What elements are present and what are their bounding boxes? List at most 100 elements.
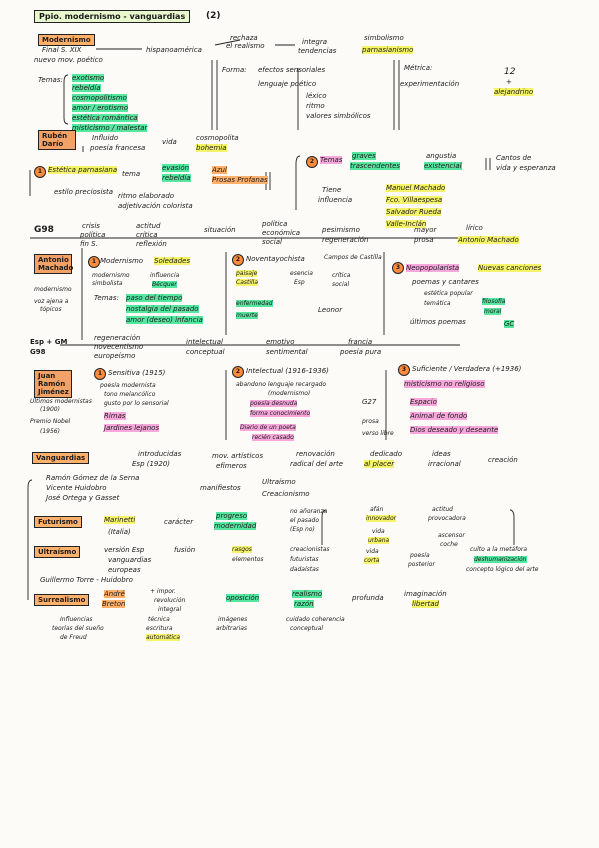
integra-tendencias: tendencias [298,47,337,55]
vang-creacion: creación [488,456,518,464]
futurismo-esp-no: (Esp no) [290,526,315,533]
juan-dios: Dios deseado y deseante [410,426,499,434]
ruben-cantos: Cantos de [496,154,532,162]
juan-premio-1: Ultimos modernistas [30,398,92,405]
ruben-adjetivacion: adjetivación colorista [118,202,193,210]
juan-p3-sub: misticismo no religioso [404,380,485,388]
juan-diario: Diario de un poeta [240,424,296,431]
juan-p3-number: 3 [398,364,410,376]
modernismo-intro-2: nuevo mov. poético [34,56,103,64]
antonio-social: social [332,281,350,288]
antonio-sub-3: tópicos [40,306,62,313]
surrealismo-oposicion: oposición [226,594,260,602]
ultraismo-europeas: europeas [108,566,141,574]
futurismo-caracter: carácter [164,518,194,526]
surrealismo-cuidado: cuidado coherencia [286,616,345,623]
antonio-esencia: esencia [290,270,313,277]
juan-premio-2: (1900) [40,406,60,413]
ruben-existencial: existencial [424,162,462,170]
ultraismo-deshumanizacion: deshumanización [474,556,527,563]
g98-fin: fin S. [80,240,98,248]
futurismo-provocadora: provocadora [428,515,466,522]
surrealismo-libertad: libertad [412,600,439,608]
ruben-vida-esperanza: vida y esperanza [496,164,556,172]
ultraismo-guillermo: Guillermo Torre - Huidobro [40,576,133,584]
juan-p2-label: Intelectual (1916-1936) [246,367,329,375]
futurismo-italia: (Italia) [108,528,131,536]
antonio-castilla: Castilla [236,279,259,286]
g98-crisis: crisis [82,222,100,230]
juan-p1-label: Sensitiva (1915) [108,369,166,377]
vang-efimeros: efímeros [216,462,247,470]
antonio-p3-number: 3 [392,262,404,274]
ultraismo-creacionistas: creacionistas [290,546,330,553]
antonio-filosofia: filosofía [482,298,506,305]
antonio-nuevas: Nuevas canciones [478,264,542,272]
juan-p2-sub1: abandono lenguaje recargado [236,381,327,388]
futurismo-coche: coche [440,541,458,548]
antonio-gc: GC [504,320,515,328]
surrealismo-impor: + impor. [150,588,176,595]
juan-premio-3: Premio Nobel [30,418,71,425]
vang-esp-1920: Esp (1920) [132,460,171,468]
metrica-alejandrino: alejandrino [494,88,534,96]
surrealismo-imaginacion: imaginación [404,590,447,598]
forma-efectos: efectos sensoriales [258,66,326,74]
vang-dedicado: dedicado [370,450,403,458]
juan-animal: Animal de fondo [410,412,468,420]
g98-regeneracion: regeneración [322,236,369,244]
tema-exotismo: exotismo [72,74,105,82]
vang-ultraismo-m: Ultraísmo [262,478,296,486]
juan-verso-libre: verso libre [362,430,394,437]
g98-mayor: mayor [414,226,437,234]
antonio-influencia: influencia [150,272,180,279]
vang-mov: mov. artísticos [212,452,264,460]
ultraismo-dadaistas: dadaístas [290,566,319,573]
futurismo-actitud: actitud [432,506,453,513]
surrealismo-label: Surrealismo [34,594,90,606]
juan-conocimiento: forma conocimiento [250,410,311,417]
ruben-tema: tema [122,170,141,178]
futurismo-ascensor: ascensor [438,532,465,539]
antonio-p2-number: 2 [232,254,244,266]
antonio-tematica: temática [424,300,451,307]
ruben-tiene: Tiene [322,186,342,194]
ruben-vida: vida [162,138,177,146]
surrealismo-arbitrarias: arbitrarias [216,625,248,632]
ruben-graves: graves [352,152,376,160]
forma-lenguaje: lenguaje poético [258,80,317,88]
futurismo-label: Futurismo [34,516,82,528]
g98-actitud: actitud [136,222,161,230]
futurismo-marinetti: Marinetti [104,516,136,524]
ruben-evasion: evasión [162,164,190,172]
page-title: Ppio. modernismo - vanguardias [34,10,191,23]
g98-sit-economica: económica [262,229,301,237]
surrealismo-profunda: profunda [352,594,384,602]
vang-renovacion: renovación [296,450,335,458]
antonio-leonor: Leonor [318,306,343,314]
metrica-12: 12 [504,67,516,77]
vang-manifiestos: manifiestos [200,484,241,492]
futurismo-vida: vida [372,528,385,535]
g98-reflexion: reflexión [136,240,167,248]
surrealismo-conceptual: conceptual [290,625,324,632]
esp-novecentismo: novecentismo [94,343,144,351]
antonio-p1-number: 1 [88,256,100,268]
vang-name-1: Ramón Gómez de la Serna [46,474,140,482]
g98-label: G98 [34,225,54,235]
esp-intelectual: intelectual [186,338,223,346]
juan-p3-label: Suficiente / Verdadera (+1936) [412,365,522,373]
antonio-enfermedad: enfermedad [236,300,273,307]
antonio-critica: crítica [332,272,351,279]
esp-europeismo: europeísmo [94,352,136,360]
modernismo-intro-1: Final S. XIX [42,46,82,54]
antonio-becquer: Bécquer [152,281,177,288]
ultraismo-concepto: concepto lógico del arte [466,566,539,573]
vang-name-3: José Ortega y Gasset [46,494,120,502]
juan-recien-casado: recién casado [252,434,294,441]
juan-prosa: prosa [362,418,379,425]
g98-sit-politica: política [262,220,288,228]
surrealismo-tecnica: técnica [148,616,170,623]
juan-p1-sub3: gusto por lo sensorial [104,400,169,407]
g98-politica: política [80,231,106,239]
